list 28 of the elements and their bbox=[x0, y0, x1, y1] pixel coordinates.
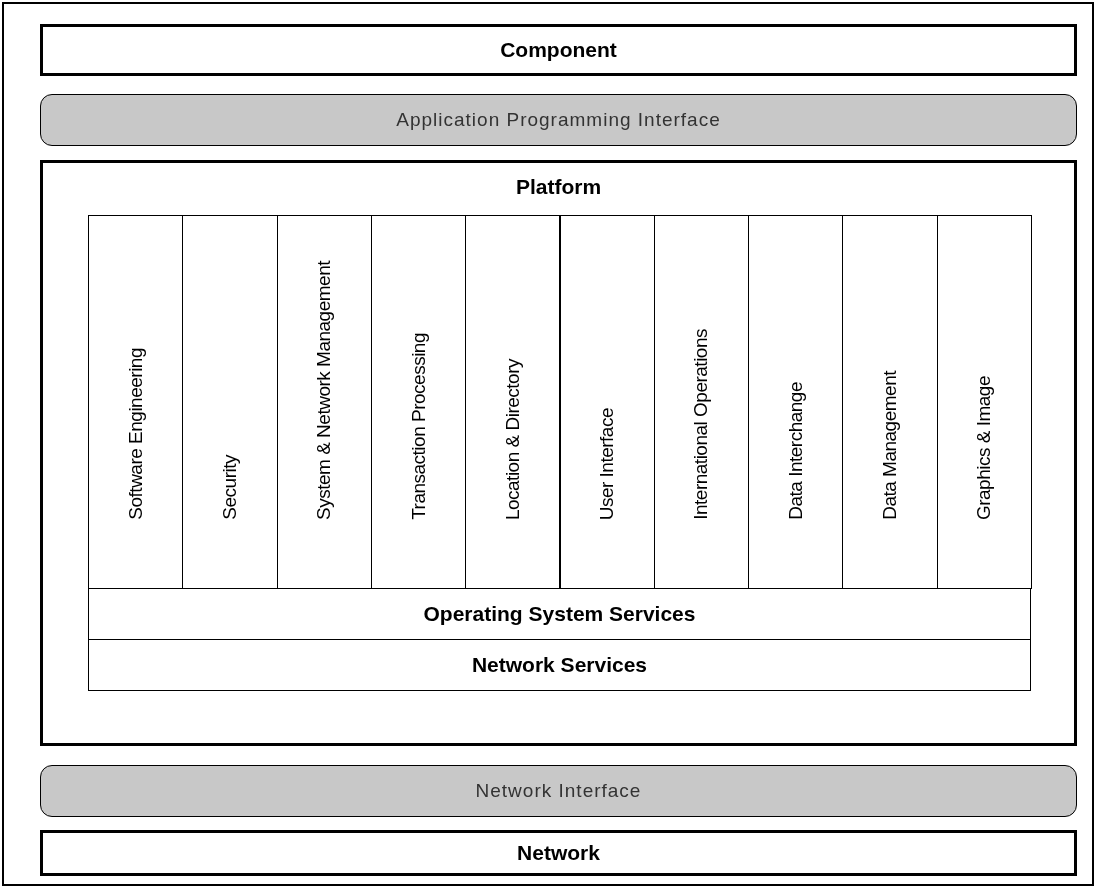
interface-label: Network Interface bbox=[475, 780, 642, 802]
column-label: International Operations bbox=[690, 329, 713, 520]
column-label: Data Interchange bbox=[784, 382, 807, 520]
column-label: Graphics & Image bbox=[973, 375, 996, 520]
layer-label: Platform bbox=[515, 175, 602, 199]
column-label: User Interface bbox=[596, 407, 619, 520]
column-label: Data Management bbox=[879, 371, 902, 520]
interface-band bbox=[40, 94, 1077, 146]
column-label: Transaction Processing bbox=[407, 333, 430, 520]
column-label: Software Engineering bbox=[124, 348, 147, 520]
interface-label: Application Programming Interface bbox=[396, 109, 721, 131]
category-column bbox=[88, 215, 184, 589]
category-column bbox=[465, 215, 561, 589]
layer-box bbox=[40, 24, 1077, 76]
layer-box bbox=[88, 639, 1031, 691]
interface-band bbox=[40, 765, 1077, 817]
column-label: Location & Directory bbox=[501, 358, 524, 520]
category-column bbox=[559, 215, 655, 589]
layer-label: Network bbox=[517, 841, 600, 865]
column-label: System & Network Management bbox=[313, 261, 336, 520]
column-label: Security bbox=[218, 455, 241, 520]
layer-label: Network Services bbox=[471, 653, 648, 677]
category-column bbox=[936, 215, 1032, 589]
layer-label: Operating System Services bbox=[423, 602, 696, 626]
layer-box bbox=[88, 588, 1031, 640]
layer-label: Component bbox=[500, 38, 617, 62]
platform-container bbox=[40, 160, 1077, 746]
layer-box bbox=[40, 830, 1077, 876]
